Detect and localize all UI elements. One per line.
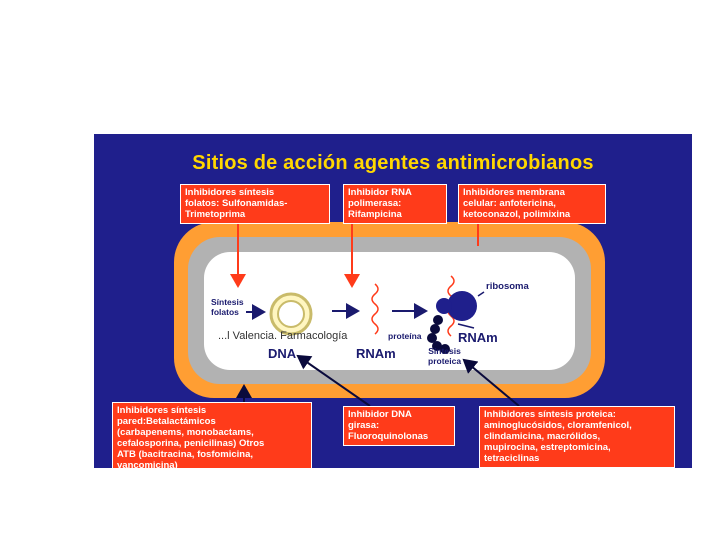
label-sintesis-proteica: Síntesis proteica bbox=[428, 346, 461, 366]
label-dna: DNA bbox=[268, 346, 296, 361]
label-proteina: proteína bbox=[388, 331, 422, 341]
pointer-rnam bbox=[458, 324, 474, 328]
label-rnam-2: RNAm bbox=[458, 330, 498, 345]
ribosome-small bbox=[436, 298, 452, 314]
rnam-strand-1 bbox=[372, 284, 378, 334]
box-folatos: Inhibidores síntesis folatos: Sulfonamid… bbox=[180, 184, 330, 224]
dna-ring-inner bbox=[278, 301, 304, 327]
slide: Sitios de acción agentes antimicrobianos bbox=[94, 134, 692, 468]
label-ribosoma: ribosoma bbox=[486, 282, 529, 292]
box-pared: Inhibidores síntesis pared:Betalactámico… bbox=[112, 402, 312, 468]
pointer-ribosoma bbox=[478, 292, 484, 296]
arrow-proteica bbox=[464, 360, 519, 406]
box-girasa: Inhibidor DNA girasa: Fluoroquinolonas bbox=[343, 406, 455, 446]
arrow-girasa bbox=[298, 356, 370, 406]
box-membrana: Inhibidores membrana celular: anfoterici… bbox=[458, 184, 606, 224]
footer-text: ...l Valencia. Farmacología bbox=[218, 330, 347, 342]
box-rna-polimerasa: Inhibidor RNA polimerasa: Rifampicina bbox=[343, 184, 447, 224]
label-sintesis-folatos: Síntesis folatos bbox=[211, 297, 244, 317]
box-proteica: Inhibidores síntesis proteica: aminogluc… bbox=[479, 406, 675, 468]
label-rnam-1: RNAm bbox=[356, 346, 396, 361]
